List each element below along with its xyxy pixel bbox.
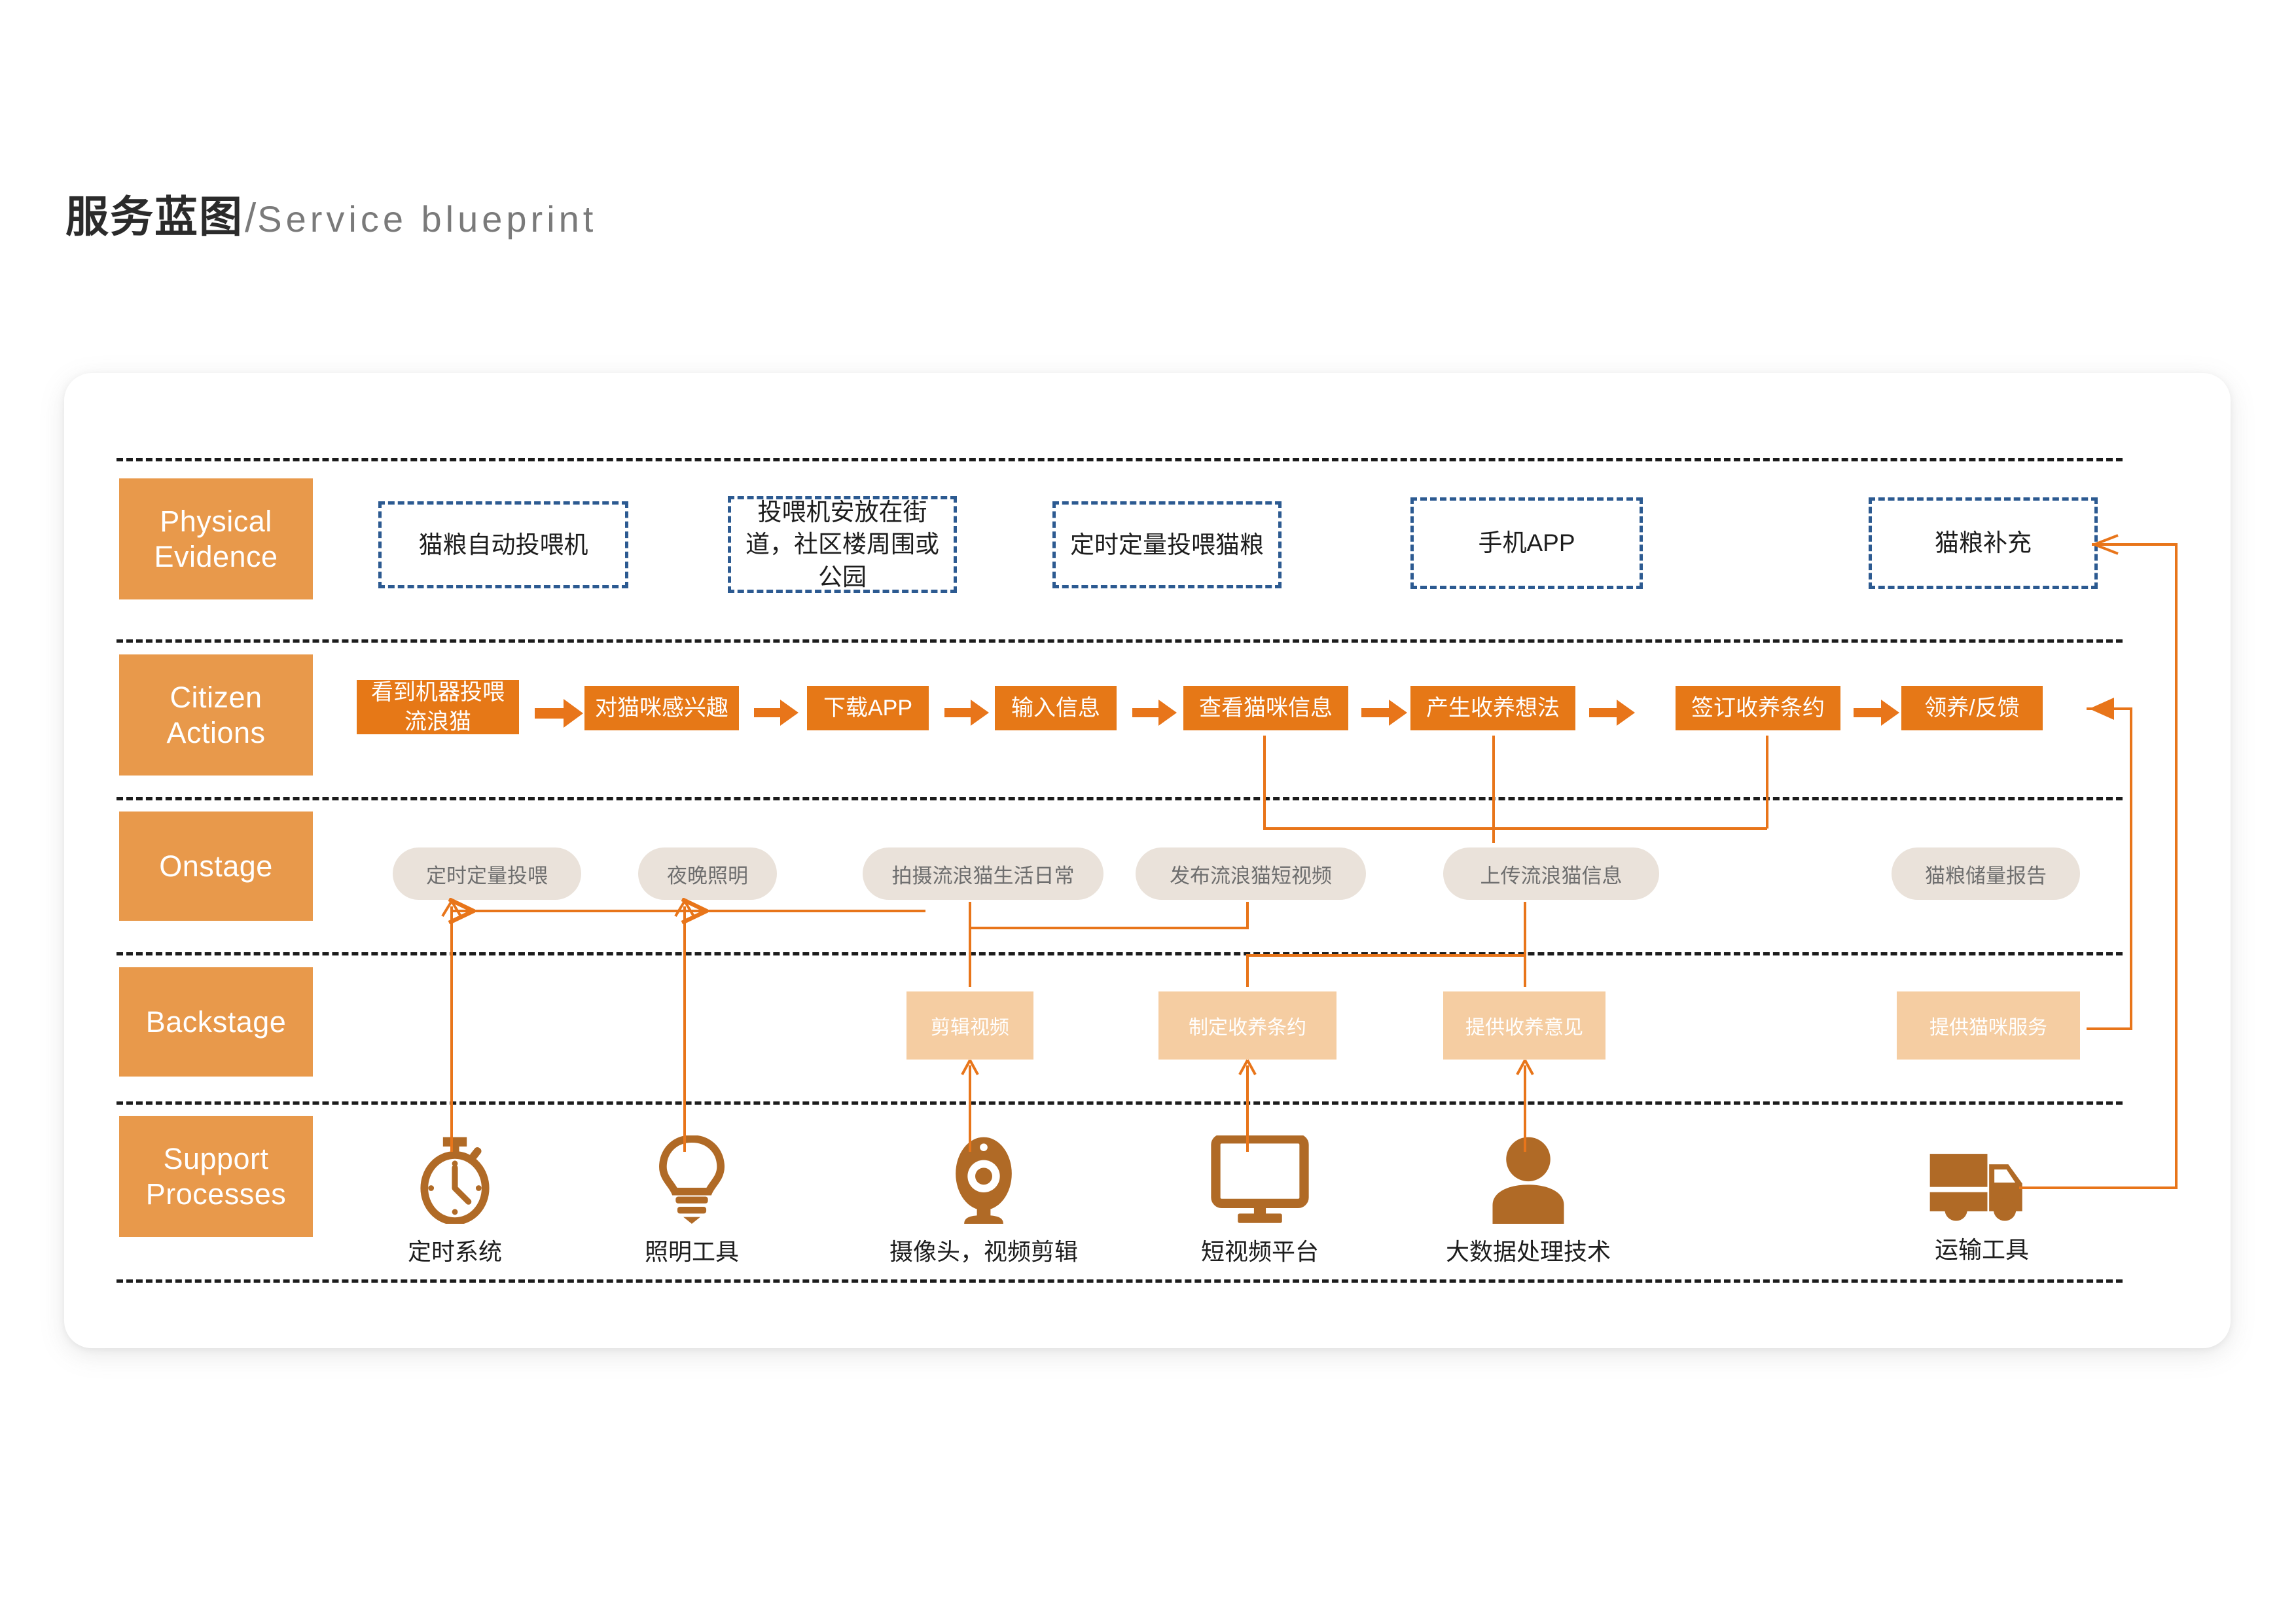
citizen-action-item-1[interactable]: 看到机器投喂流浪猫 <box>357 680 519 734</box>
onstage-item-2[interactable]: 夜晚照明 <box>638 847 777 900</box>
physical-evidence-item-3[interactable]: 定时定量投喂猫粮 <box>1052 501 1282 588</box>
lightbulb-icon <box>659 1135 725 1224</box>
separator-line-support <box>117 1101 2123 1105</box>
onstage-item-3[interactable]: 拍摄流浪猫生活日常 <box>863 847 1103 900</box>
citizen-action-item-7[interactable]: 签订收养条约 <box>1676 686 1840 730</box>
citizen-action-item-3[interactable]: 下载APP <box>807 686 929 730</box>
row-label-line1: Onstage <box>159 849 273 883</box>
backstage-item-2[interactable]: 制定收养条约 <box>1158 991 1336 1060</box>
separator-bottom <box>117 1279 2123 1283</box>
webcam-icon <box>956 1137 1012 1224</box>
page-title-separator: / <box>245 196 257 241</box>
backstage-item-1[interactable]: 剪辑视频 <box>906 991 1033 1060</box>
support-process-item-5[interactable]: 大数据处理技术 <box>1443 1135 1613 1267</box>
support-process-item-1[interactable]: 定时系统 <box>393 1135 517 1267</box>
row-label-support-processes: Support Processes <box>119 1116 313 1237</box>
physical-evidence-item-2[interactable]: 投喂机安放在街道，社区楼周围或公园 <box>728 496 957 593</box>
support-process-item-3[interactable]: 摄像头，视频剪辑 <box>882 1135 1085 1267</box>
support-process-label: 短视频平台 <box>1200 1238 1319 1265</box>
physical-evidence-item-1[interactable]: 猫粮自动投喂机 <box>378 501 628 588</box>
physical-evidence-item-4[interactable]: 手机APP <box>1410 497 1643 589</box>
page-title-en: Service blueprint <box>257 198 598 240</box>
support-process-label: 摄像头，视频剪辑 <box>889 1238 1078 1265</box>
support-process-label: 运输工具 <box>1934 1236 2029 1263</box>
support-process-label: 照明工具 <box>644 1238 739 1265</box>
row-label-line1: Backstage <box>145 1005 287 1039</box>
row-label-backstage: Backstage <box>119 967 313 1077</box>
onstage-item-4[interactable]: 发布流浪猫短视频 <box>1136 847 1366 900</box>
separator-line-of-interaction <box>117 639 2123 643</box>
onstage-item-5[interactable]: 上传流浪猫信息 <box>1443 847 1659 900</box>
row-label-citizen-actions: Citizen Actions <box>119 654 313 776</box>
separator-line-of-internal-interaction <box>117 952 2123 955</box>
physical-evidence-item-5[interactable]: 猫粮补充 <box>1869 497 2098 589</box>
row-label-onstage: Onstage <box>119 812 313 921</box>
row-label-physical-evidence: Physical Evidence <box>119 478 313 599</box>
page-title: 服务蓝图 / Service blueprint <box>65 182 597 245</box>
support-process-item-4[interactable]: 短视频平台 <box>1188 1135 1332 1267</box>
row-label-line1: Support <box>163 1142 269 1176</box>
row-label-line1: Physical <box>160 505 272 539</box>
backstage-item-4[interactable]: 提供猫咪服务 <box>1897 991 2080 1060</box>
support-process-item-6[interactable]: 运输工具 <box>1897 1149 2067 1265</box>
row-label-line1: Citizen <box>170 681 262 715</box>
truck-icon <box>1929 1154 2022 1221</box>
backstage-item-3[interactable]: 提供收养意见 <box>1443 991 1605 1060</box>
citizen-action-item-4[interactable]: 输入信息 <box>995 686 1117 730</box>
citizen-action-item-6[interactable]: 产生收养想法 <box>1410 686 1575 730</box>
onstage-item-1[interactable]: 定时定量投喂 <box>393 847 581 900</box>
citizen-action-item-8[interactable]: 领养/反馈 <box>1901 686 2043 730</box>
stopwatch-icon <box>420 1137 490 1224</box>
row-label-line2: Evidence <box>154 539 278 573</box>
monitor-icon <box>1211 1135 1309 1223</box>
citizen-action-item-2[interactable]: 对猫咪感兴趣 <box>584 686 739 730</box>
support-process-label: 定时系统 <box>407 1238 502 1265</box>
page-title-cn: 服务蓝图 <box>65 192 243 241</box>
separator-top <box>117 458 2123 461</box>
onstage-item-6[interactable]: 猫粮储量报告 <box>1892 847 2080 900</box>
row-label-line2: Processes <box>145 1177 287 1211</box>
citizen-action-item-5[interactable]: 查看猫咪信息 <box>1183 686 1348 730</box>
row-label-line2: Actions <box>166 715 266 749</box>
support-process-label: 大数据处理技术 <box>1445 1238 1611 1265</box>
separator-line-of-visibility <box>117 797 2123 800</box>
support-process-item-2[interactable]: 照明工具 <box>630 1135 754 1267</box>
person-icon <box>1492 1137 1564 1224</box>
